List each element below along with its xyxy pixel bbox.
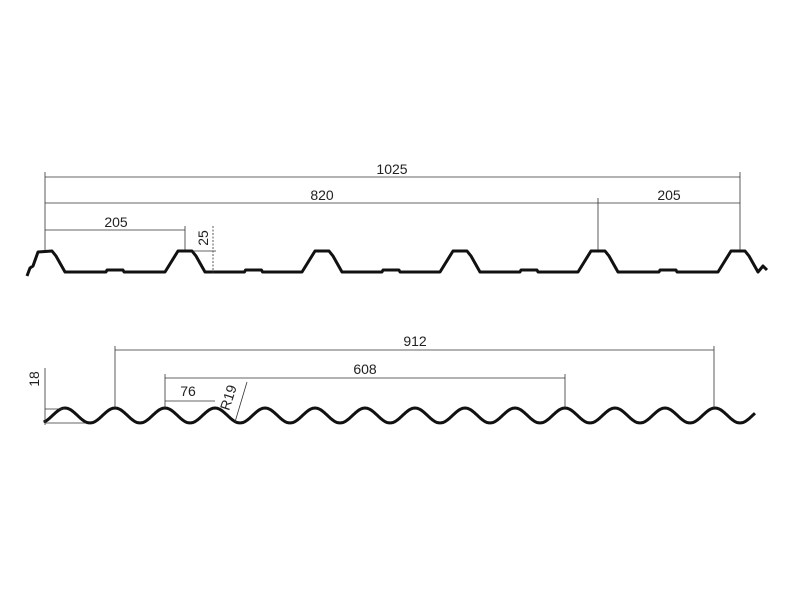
dimension-label-912: 912 [403, 333, 427, 349]
radius-leader-line [234, 381, 248, 423]
radius-label-r19: R19 [217, 383, 240, 413]
dimension-label-205-left: 205 [104, 214, 128, 230]
dimension-label-76: 76 [180, 383, 196, 399]
corrugated-sheet-profile: 912 608 76 R19 18 [26, 333, 757, 425]
dimension-label-25: 25 [195, 230, 211, 246]
dimension-label-205-right: 205 [657, 187, 681, 203]
trapezoidal-sheet-profile: 1025 820 205 205 25 [25, 161, 769, 277]
dimension-label-820: 820 [310, 187, 334, 203]
trapezoidal-profile-line [25, 249, 769, 277]
dimension-label-1025: 1025 [376, 161, 407, 177]
dimension-label-18: 18 [26, 371, 42, 387]
corrugated-profile-line [43, 406, 757, 425]
dimension-label-608: 608 [353, 361, 377, 377]
